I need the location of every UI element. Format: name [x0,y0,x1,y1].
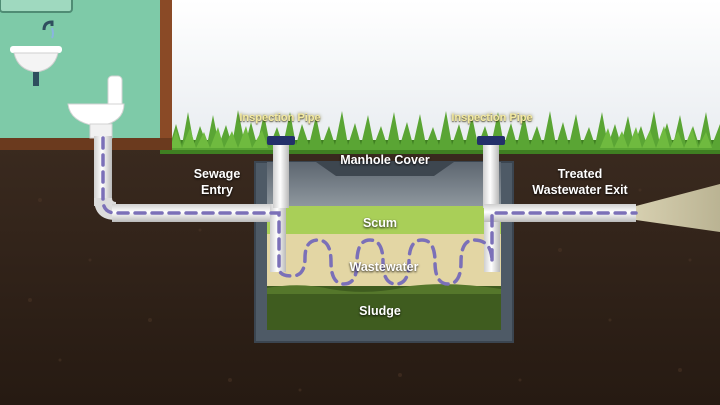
inspection-pipe-right [477,136,505,208]
scum-label: Scum [362,216,398,230]
inspection-pipe-left [267,136,295,208]
effluent-spray [636,184,720,232]
flow-path [101,136,638,286]
treated-exit-label-line2: Wastewater Exit [532,183,628,197]
wastewater-label: Wastewater [349,260,419,274]
sludge-label: Sludge [359,304,401,318]
inspection-pipe-left-label: Inspection Pipe [239,112,321,124]
sewage-entry-label-line1: Sewage [193,167,241,181]
toilet-icon [67,75,125,139]
sewage-entry-label-line2: Entry [201,183,233,197]
grass [160,110,720,154]
soil-texture [28,188,692,392]
sink-icon [10,20,62,86]
treated-exit-label-line1: Treated [557,167,603,181]
house [0,0,172,150]
manhole-cover-label: Manhole Cover [340,153,430,167]
inspection-pipe-right-label: Inspection Pipe [451,112,533,124]
septic-tank [254,161,514,343]
